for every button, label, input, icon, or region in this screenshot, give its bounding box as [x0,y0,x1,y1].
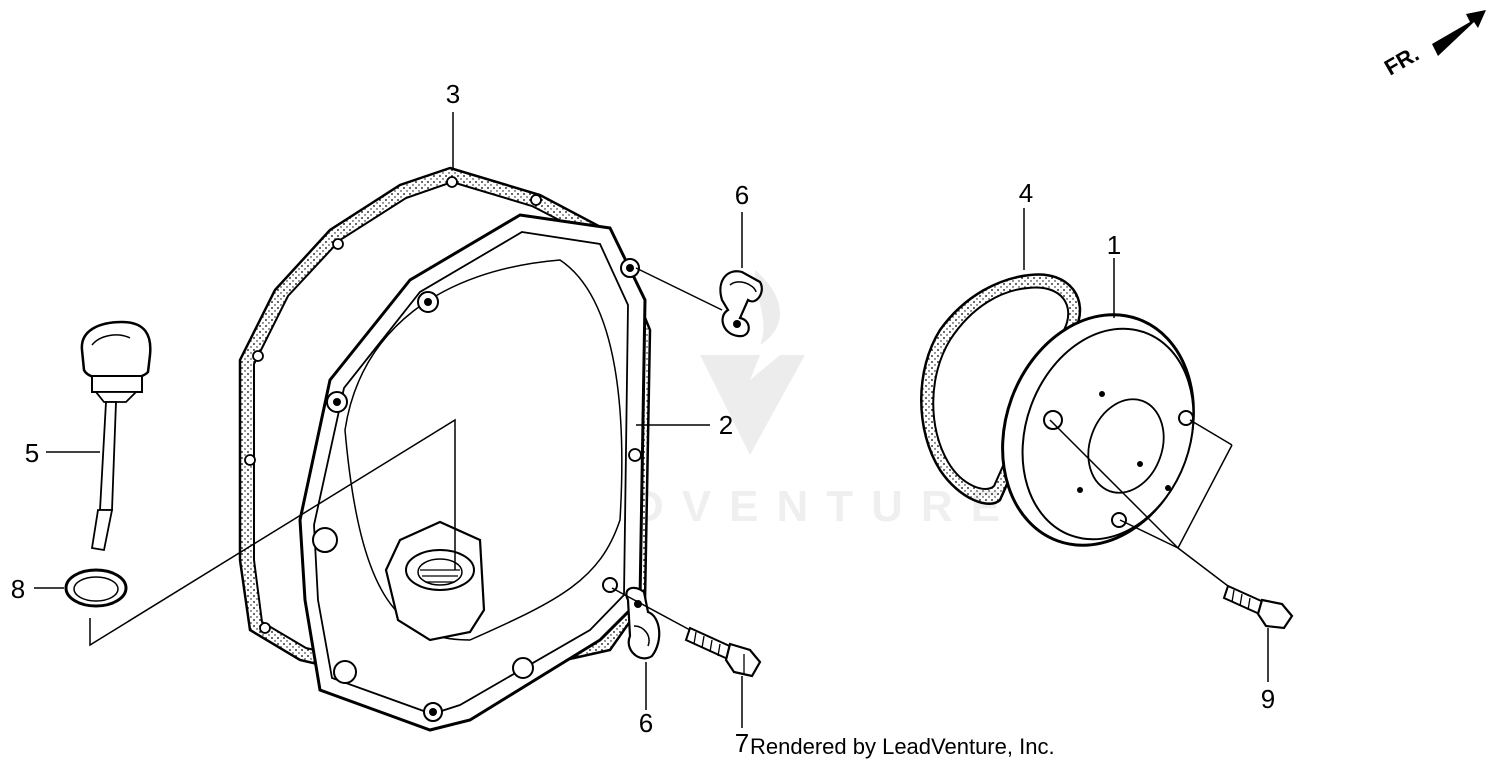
callout-1: 1 [1107,230,1121,260]
direction-marker: FR. [1380,10,1486,80]
gasket-part-4 [920,273,1082,505]
crankcase-cover-part-2 [298,213,647,732]
callout-3: 3 [446,79,460,109]
callout-6-lower: 6 [639,708,653,738]
callout-5: 5 [25,438,39,468]
callout-6-upper: 6 [735,180,749,210]
callout-2: 2 [719,410,733,440]
o-ring-part-8 [64,568,128,608]
cover-plate-part-1 [1001,313,1195,547]
callout-8: 8 [11,574,25,604]
bolt-part-7 [684,626,762,678]
bolt-part-9 [1222,584,1294,630]
leader-lines [34,112,1269,728]
render-credit: Rendered by LeadVenture, Inc. [750,734,1055,759]
callout-7: 7 [735,728,749,758]
fr-label: FR. [1380,41,1423,80]
callout-4: 4 [1019,178,1033,208]
clamp-part-6-lower [625,586,661,660]
clamp-part-6-upper [719,270,763,338]
callout-9: 9 [1261,684,1275,714]
dipstick-part-5 [80,320,152,552]
